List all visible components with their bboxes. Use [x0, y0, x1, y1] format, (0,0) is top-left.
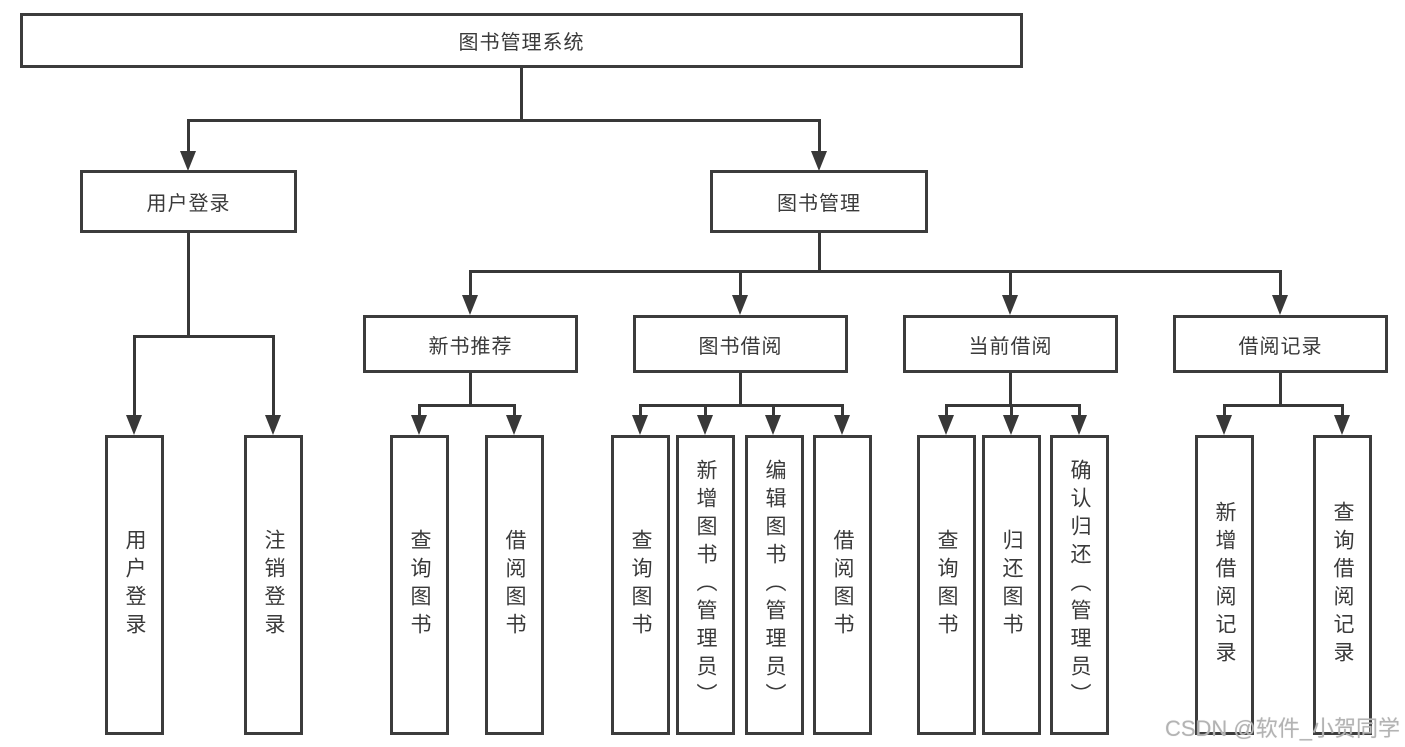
leaf-query-books-current: 查询图书 — [917, 435, 976, 735]
leaf-user-login-label: 用户登录 — [123, 529, 146, 641]
node-user-login: 用户登录 — [80, 170, 297, 233]
connector-line — [1223, 404, 1226, 418]
leaf-confirm-return-admin: 确认归还（管理员） — [1050, 435, 1109, 735]
arrowhead-down-icon — [834, 415, 850, 435]
connector-line — [469, 270, 1282, 273]
connector-line — [704, 404, 707, 418]
node-library-management-system-label: 图书管理系统 — [458, 32, 585, 54]
leaf-borrow-books-label: 借阅图书 — [831, 529, 854, 641]
node-library-management-system: 图书管理系统 — [20, 13, 1023, 68]
connector-line — [418, 404, 421, 418]
leaf-edit-books-admin: 编辑图书（管理员） — [745, 435, 804, 735]
connector-line — [639, 404, 843, 407]
leaf-logout: 注销登录 — [244, 435, 303, 735]
node-borrowing-records: 借阅记录 — [1173, 315, 1388, 373]
connector-line — [1009, 270, 1012, 298]
leaf-query-books-recommend-label: 查询图书 — [408, 529, 431, 641]
arrowhead-down-icon — [180, 151, 196, 171]
leaf-query-books-borrowing: 查询图书 — [611, 435, 670, 735]
connector-line — [469, 270, 472, 298]
leaf-query-books-borrowing-label: 查询图书 — [629, 529, 652, 641]
csdn-watermark: CSDN @软件_小贺同学 — [1164, 716, 1400, 741]
connector-line — [187, 119, 821, 122]
leaf-edit-books-admin-label: 编辑图书（管理员） — [763, 459, 786, 711]
connector-line — [187, 233, 190, 338]
connector-line — [818, 119, 821, 155]
connector-line — [1009, 373, 1012, 407]
connector-line — [187, 119, 190, 155]
arrowhead-down-icon — [732, 295, 748, 315]
leaf-query-borrow-record-label: 查询借阅记录 — [1331, 501, 1354, 669]
connector-line — [272, 335, 275, 417]
leaf-borrow-books: 借阅图书 — [813, 435, 872, 735]
node-new-book-recommend: 新书推荐 — [363, 315, 578, 373]
arrowhead-down-icon — [765, 415, 781, 435]
connector-line — [639, 404, 642, 418]
leaf-confirm-return-admin-label: 确认归还（管理员） — [1068, 459, 1091, 711]
connector-line — [1010, 404, 1013, 418]
leaf-query-borrow-record: 查询借阅记录 — [1313, 435, 1372, 735]
connector-line — [418, 404, 516, 407]
leaf-logout-label: 注销登录 — [262, 529, 285, 641]
node-book-borrowing-label: 图书借阅 — [698, 335, 783, 358]
arrowhead-down-icon — [411, 415, 427, 435]
arrowhead-down-icon — [1272, 295, 1288, 315]
connector-line — [739, 373, 742, 407]
arrowhead-down-icon — [462, 295, 478, 315]
connector-line — [1279, 373, 1282, 407]
connector-line — [772, 404, 775, 418]
connector-line — [841, 404, 844, 418]
arrowhead-down-icon — [1334, 415, 1350, 435]
node-borrowing-records-label: 借阅记录 — [1238, 335, 1323, 358]
connector-line — [469, 373, 472, 407]
node-book-management-label: 图书管理 — [777, 193, 861, 215]
leaf-borrow-books-recommend-label: 借阅图书 — [503, 529, 526, 641]
connector-line — [1223, 404, 1343, 407]
leaf-query-books-recommend: 查询图书 — [390, 435, 449, 735]
arrowhead-down-icon — [697, 415, 713, 435]
arrowhead-down-icon — [1002, 295, 1018, 315]
connector-line — [133, 335, 275, 338]
leaf-add-borrow-record-label: 新增借阅记录 — [1213, 501, 1236, 669]
arrowhead-down-icon — [1071, 415, 1087, 435]
arrowhead-down-icon — [126, 415, 142, 435]
leaf-add-books-admin-label: 新增图书（管理员） — [694, 459, 717, 711]
connector-line — [739, 270, 742, 298]
node-current-borrowing-label: 当前借阅 — [968, 335, 1053, 358]
arrowhead-down-icon — [938, 415, 954, 435]
connector-line — [818, 233, 821, 273]
arrowhead-down-icon — [506, 415, 522, 435]
arrowhead-down-icon — [811, 151, 827, 171]
leaf-add-borrow-record: 新增借阅记录 — [1195, 435, 1254, 735]
leaf-borrow-books-recommend: 借阅图书 — [485, 435, 544, 735]
node-current-borrowing: 当前借阅 — [903, 315, 1118, 373]
arrowhead-down-icon — [265, 415, 281, 435]
connector-line — [1279, 270, 1282, 298]
arrowhead-down-icon — [632, 415, 648, 435]
node-user-login-label: 用户登录 — [146, 193, 231, 215]
leaf-query-books-current-label: 查询图书 — [935, 529, 958, 641]
node-new-book-recommend-label: 新书推荐 — [428, 335, 513, 358]
connector-line — [133, 335, 136, 417]
arrowhead-down-icon — [1216, 415, 1232, 435]
leaf-add-books-admin: 新增图书（管理员） — [676, 435, 735, 735]
leaf-return-books-label: 归还图书 — [1000, 529, 1023, 641]
leaf-return-books: 归还图书 — [982, 435, 1041, 735]
connector-line — [945, 404, 948, 418]
node-book-borrowing: 图书借阅 — [633, 315, 848, 373]
connector-line — [1341, 404, 1344, 418]
connector-line — [513, 404, 516, 418]
node-book-management: 图书管理 — [710, 170, 928, 233]
leaf-user-login: 用户登录 — [105, 435, 164, 735]
connector-line — [520, 68, 523, 122]
connector-line — [1078, 404, 1081, 418]
arrowhead-down-icon — [1003, 415, 1019, 435]
